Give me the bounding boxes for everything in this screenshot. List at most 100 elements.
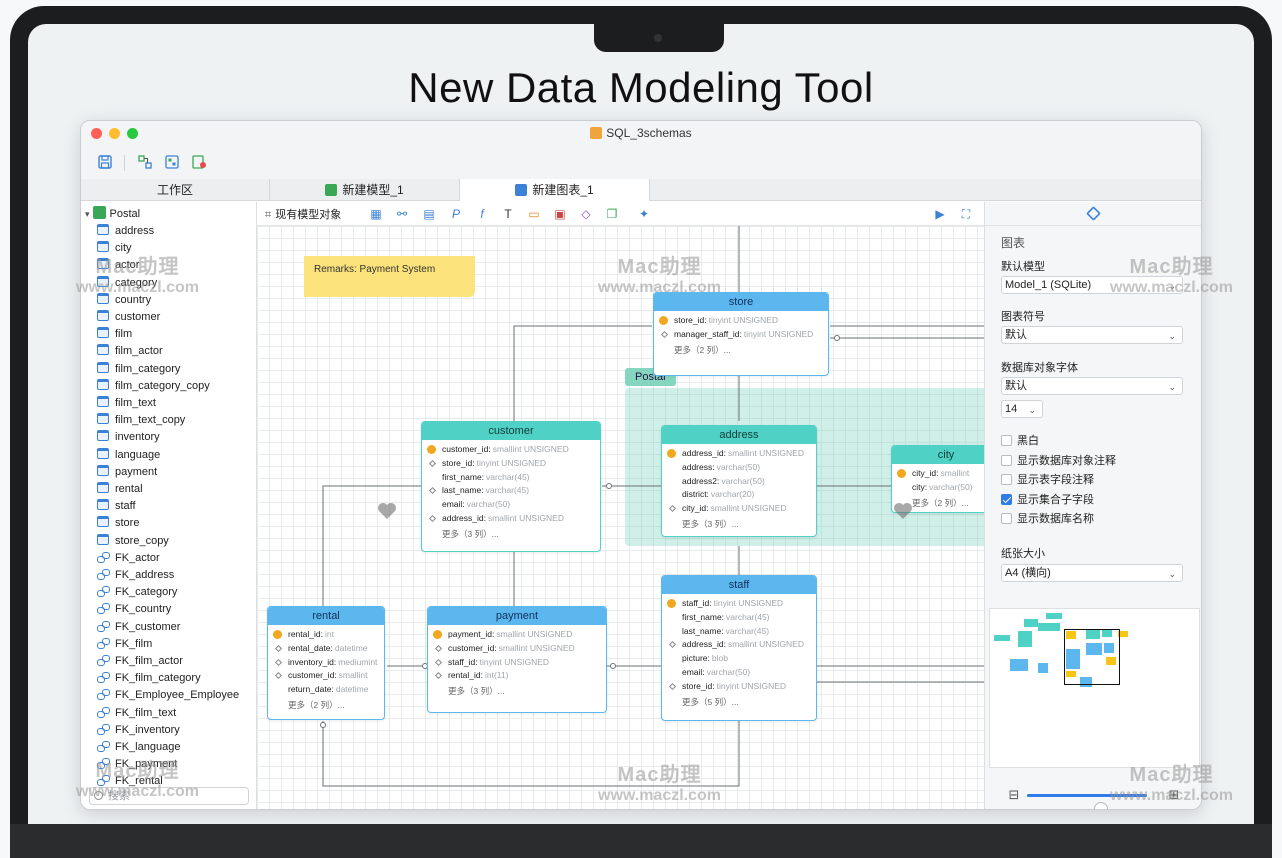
tree-item-fk[interactable]: FK_country (97, 601, 171, 618)
note-tool-icon[interactable]: ▭ (528, 207, 540, 221)
entity-more-columns[interactable]: 更多（5 列）... (682, 696, 739, 707)
tree-item-table[interactable]: category (97, 275, 157, 292)
entity-column[interactable]: rental_id:int(11) (428, 669, 606, 683)
tree-root-postal[interactable]: ▾Postal (85, 206, 141, 220)
checkbox-icon[interactable] (1001, 435, 1012, 446)
tree-item-table[interactable]: film_actor (97, 343, 163, 360)
tree-item-table[interactable]: actor (97, 257, 139, 274)
entity-more-columns[interactable]: 更多（2 列）... (912, 497, 969, 508)
tree-item-table[interactable]: film_category (97, 361, 180, 378)
tree-item-table[interactable]: city (97, 240, 132, 257)
tree-item-table[interactable]: rental (97, 481, 143, 498)
entity-column[interactable]: inventory_id:mediumint (268, 656, 384, 670)
tree-item-table[interactable]: language (97, 447, 160, 464)
option-checkbox[interactable]: 显示数据库对象注释 (1001, 454, 1116, 468)
entity-column[interactable]: payment_id:smallint UNSIGNED (428, 628, 606, 642)
entity-header[interactable]: rental (268, 607, 384, 625)
view-tool-icon[interactable]: ▤ (423, 207, 435, 221)
layer-tool-icon[interactable]: ❐ (606, 207, 618, 221)
zoom-slider-thumb[interactable] (1094, 802, 1109, 809)
tree-item-fk[interactable]: FK_Employee_Employee (97, 687, 239, 704)
diagram-icon[interactable] (164, 154, 180, 170)
entity-header[interactable]: payment (428, 607, 606, 625)
checkbox-icon[interactable] (1001, 474, 1012, 485)
entity-column[interactable]: customer_id:smallint (268, 669, 384, 683)
paper-size-select[interactable]: A4 (横向)⌄ (1001, 564, 1183, 582)
option-checkbox[interactable]: 黑白 (1001, 434, 1039, 448)
tree-item-fk[interactable]: FK_film_category (97, 670, 201, 687)
search-input[interactable]: 搜索 (89, 787, 249, 805)
tree-item-table[interactable]: staff (97, 498, 136, 515)
save-icon[interactable] (97, 154, 113, 170)
entity-column[interactable]: store_id:tinyint UNSIGNED (662, 680, 816, 694)
existing-model-objects-button[interactable]: ⌗现有模型对象 (265, 209, 342, 221)
tree-item-table[interactable]: payment (97, 464, 157, 481)
minimap-viewport[interactable] (1064, 629, 1120, 685)
cube-icon[interactable] (1086, 206, 1101, 221)
notation-select[interactable]: 默认⌄ (1001, 326, 1183, 344)
checkbox-icon[interactable] (1001, 454, 1012, 466)
tab-workspace[interactable]: 工作区 (81, 179, 270, 201)
entity-column[interactable]: customer_id:smallint UNSIGNED (428, 642, 606, 656)
entity-more-columns[interactable]: 更多（3 列）... (442, 528, 499, 539)
entity-more-columns[interactable]: 更多（2 列）... (288, 699, 345, 710)
tab-new-model[interactable]: 新建模型_1 (270, 179, 460, 201)
entity-column[interactable]: address_id:smallint UNSIGNED (422, 512, 600, 526)
minimap[interactable] (989, 608, 1200, 768)
fullscreen-icon[interactable]: ⛶ (961, 207, 971, 221)
option-checkbox[interactable]: 显示数据库名称 (1001, 512, 1094, 526)
zoom-slider-track[interactable] (1027, 794, 1147, 809)
text-tool-icon[interactable]: T (504, 207, 512, 221)
entity-column[interactable]: customer_id:smallint UNSIGNED (422, 443, 600, 457)
tree-item-fk[interactable]: FK_address (97, 567, 174, 584)
tree-item-table[interactable]: film_text (97, 395, 156, 412)
tree-item-fk[interactable]: FK_customer (97, 619, 180, 636)
tree-item-table[interactable]: film (97, 326, 132, 343)
entity-header[interactable]: staff (662, 576, 816, 594)
option-checkbox[interactable]: 显示表字段注释 (1001, 473, 1094, 487)
entity-column[interactable]: store_id:tinyint UNSIGNED (422, 457, 600, 471)
zoom-out-button[interactable]: ⊟ (1008, 787, 1020, 802)
default-model-select[interactable]: Model_1 (SQLite)⌄ (1001, 276, 1183, 294)
tree-item-table[interactable]: store (97, 515, 139, 532)
entity-column[interactable]: staff_id:tinyint UNSIGNED (428, 656, 606, 670)
entity-column[interactable]: picture:blob (662, 652, 816, 666)
entity-column[interactable]: first_name:varchar(45) (662, 611, 816, 625)
entity-column[interactable]: address_id:smallint UNSIGNED (662, 447, 816, 461)
auto-layout-icon[interactable]: ✦ (638, 207, 650, 221)
tree-item-fk[interactable]: FK_film_text (97, 705, 176, 722)
diagram-canvas[interactable]: Postal (257, 226, 984, 809)
image-tool-icon[interactable]: ▣ (554, 207, 566, 221)
tree-item-fk[interactable]: FK_actor (97, 550, 160, 567)
entity-header[interactable]: city (892, 446, 984, 464)
entity-more-columns[interactable]: 更多（3 列）... (448, 686, 505, 697)
font-size-select[interactable]: 14⌄ (1001, 400, 1043, 418)
checkbox-icon[interactable] (1001, 513, 1012, 524)
font-select[interactable]: 默认⌄ (1001, 377, 1183, 395)
entity-column[interactable]: district:varchar(20) (662, 488, 816, 502)
entity-column[interactable]: email:varchar(50) (662, 666, 816, 680)
chevron-down-icon[interactable]: ▾ (85, 209, 90, 219)
entity-column[interactable]: address_id:smallint UNSIGNED (662, 638, 816, 652)
tree-item-table[interactable]: film_text_copy (97, 412, 185, 429)
relation-tool-icon[interactable]: ⚯ (396, 207, 408, 221)
entity-column[interactable]: last_name:varchar(45) (662, 625, 816, 639)
tab-new-diagram[interactable]: 新建图表_1 (460, 179, 650, 201)
tree-item-fk[interactable]: FK_rental (97, 773, 163, 790)
tree-item-table[interactable]: customer (97, 309, 160, 326)
tree-item-fk[interactable]: FK_category (97, 584, 177, 601)
entity-column[interactable]: rental_id:int (268, 628, 384, 642)
entity-header[interactable]: store (654, 293, 828, 311)
entity-column[interactable]: store_id:tinyint UNSIGNED (654, 314, 828, 328)
function-tool-icon[interactable]: f (480, 207, 484, 221)
tree-item-fk[interactable]: FK_language (97, 739, 180, 756)
note-remarks[interactable]: Remarks: Payment System (304, 256, 475, 297)
model-tree-icon[interactable] (137, 154, 153, 170)
entity-column[interactable]: return_date:datetime (268, 683, 384, 697)
close-window-button[interactable] (91, 128, 102, 139)
minimize-window-button[interactable] (109, 128, 120, 139)
